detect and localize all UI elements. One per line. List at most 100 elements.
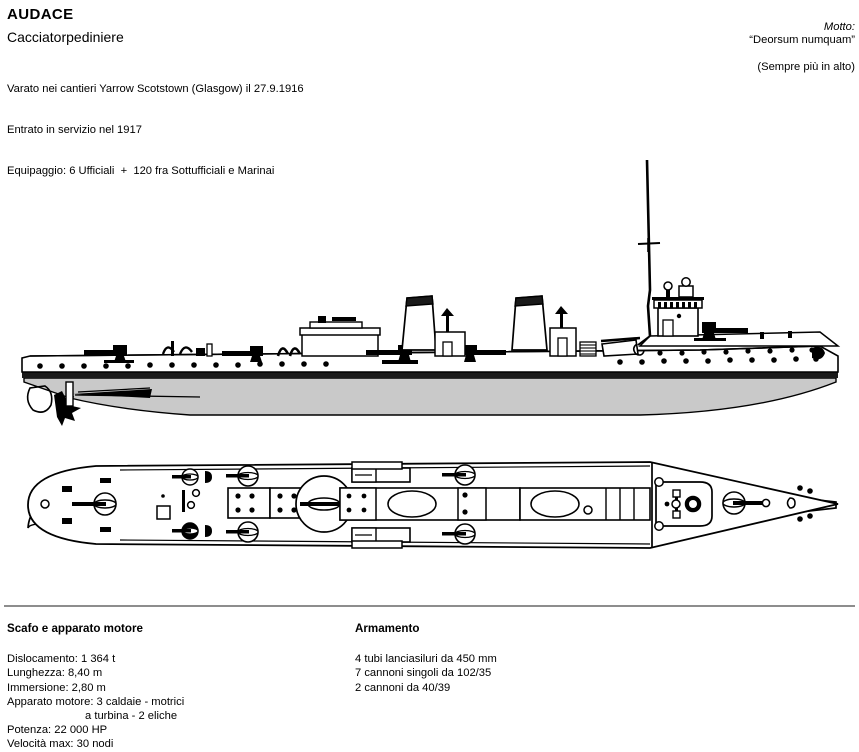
deck-dot-fitting bbox=[161, 494, 165, 498]
deck-vent-circle bbox=[583, 505, 593, 515]
ship-class-subtitle: Cacciatorpediniere bbox=[7, 29, 124, 45]
deckhouse-railing bbox=[332, 317, 356, 321]
bridge-wing-ring bbox=[654, 521, 664, 531]
ship-drawing-svg bbox=[21, 159, 841, 549]
bollard-ring bbox=[191, 488, 201, 498]
build-info-line: Entrato in servizio nel 1917 bbox=[7, 123, 142, 136]
bow-deck-bollards bbox=[760, 331, 792, 339]
casing-hatch-dots bbox=[346, 493, 367, 513]
bridge-dot bbox=[664, 501, 670, 507]
spec-line-machinery: Apparato motore: 3 caldaie - motrici bbox=[7, 695, 185, 708]
forward-deck-gun bbox=[694, 322, 748, 341]
aft-locker bbox=[206, 343, 213, 357]
bridge-porthole bbox=[676, 313, 682, 319]
stern-propulsion-assembly bbox=[26, 381, 201, 426]
gun-barrel bbox=[222, 351, 254, 356]
hull-spec-heading: Scafo e apparato motore bbox=[7, 622, 143, 635]
plan-gun-pair-aft-2 bbox=[226, 465, 259, 543]
top-down-deck-plan bbox=[27, 461, 839, 549]
gun-barrel bbox=[300, 502, 342, 506]
casing-dot bbox=[462, 492, 468, 498]
funnel-cap bbox=[405, 295, 434, 307]
plan-stern-fitting bbox=[40, 499, 50, 509]
signal-lamp bbox=[663, 281, 673, 291]
spec-line-main-guns: 7 cannoni singoli da 102/35 bbox=[355, 667, 492, 680]
cowl-vent bbox=[288, 347, 302, 357]
page-title: AUDACE bbox=[7, 6, 74, 23]
torpedo-tube-upper bbox=[351, 540, 403, 549]
bridge-fitting-square bbox=[672, 489, 681, 498]
aft-davit bbox=[161, 346, 175, 355]
spec-line-length: Lunghezza: 8,40 m bbox=[7, 667, 103, 680]
searchlight bbox=[681, 277, 691, 287]
spec-line-speed: Velocità max: 30 nodi bbox=[7, 738, 114, 751]
anchor-hawse bbox=[786, 497, 796, 509]
plan-gun-stern bbox=[72, 492, 117, 516]
bridge-structure bbox=[652, 277, 704, 337]
spec-line-displacement: Dislocamento: 1 364 t bbox=[7, 653, 116, 666]
gun-barrel bbox=[172, 529, 191, 533]
aux-mast bbox=[560, 310, 563, 328]
casing-block bbox=[457, 487, 487, 521]
gun-barrel bbox=[472, 350, 506, 355]
mooring-chock bbox=[62, 518, 72, 524]
shaft-strut-upper bbox=[77, 387, 151, 393]
anchor-stowage bbox=[812, 346, 825, 360]
aft-davit bbox=[178, 346, 193, 355]
bow-bollard-dots bbox=[797, 485, 813, 522]
bridge-wing-ring bbox=[654, 477, 664, 487]
signal-lamp-stand bbox=[666, 290, 670, 298]
bridge-rail-stanchions bbox=[658, 302, 697, 308]
section-divider bbox=[4, 605, 855, 607]
gun-platform bbox=[382, 360, 418, 364]
midship-ventilator-house bbox=[434, 308, 466, 357]
funnel-aft bbox=[401, 295, 437, 351]
motto-block: Motto: “Deorsum numquam” (Sempre più in … bbox=[731, 7, 855, 75]
funnel-opening-forward bbox=[530, 490, 580, 518]
plan-torpedo-tubes bbox=[351, 461, 411, 549]
mooring-chock bbox=[100, 478, 111, 483]
deckhouse-block bbox=[227, 487, 271, 519]
rudder-blade bbox=[65, 381, 74, 407]
ships-boat bbox=[601, 339, 639, 357]
mast-base-fitting bbox=[632, 343, 645, 356]
shaft-strut-lower bbox=[74, 394, 201, 398]
gun-platform bbox=[104, 360, 134, 363]
hull-underwater-body bbox=[23, 377, 837, 416]
torpedo-tube-upper bbox=[351, 461, 403, 470]
bridge-fitting-square bbox=[672, 510, 681, 519]
bridge-rail-top bbox=[652, 297, 704, 300]
aft-deck-fittings bbox=[161, 341, 213, 357]
rangefinder bbox=[678, 285, 694, 298]
gun-barrel bbox=[172, 475, 191, 479]
spec-line-draft: Immersione: 2,80 m bbox=[7, 681, 106, 694]
main-mast bbox=[645, 159, 652, 337]
deckhouse-roof bbox=[299, 327, 381, 336]
conning-tower-inner bbox=[689, 500, 697, 508]
waterline-stripe bbox=[22, 372, 838, 378]
bridge-platform bbox=[655, 481, 713, 527]
mooring-chock bbox=[62, 486, 72, 492]
midship-gun-forward bbox=[464, 345, 506, 362]
deckhouse-upper-platform bbox=[309, 321, 363, 329]
gun-barrel bbox=[84, 350, 118, 355]
gun-barrel bbox=[366, 350, 402, 355]
vent-mast bbox=[446, 312, 449, 332]
mast-step-ring bbox=[671, 499, 681, 509]
plan-gun-forward bbox=[722, 491, 767, 515]
motto-translation: (Sempre più in alto) bbox=[757, 61, 855, 73]
gun-shield bbox=[702, 322, 716, 333]
stern-deck-gun bbox=[84, 345, 134, 363]
spec-line-machinery-cont: a turbina - 2 eliche bbox=[85, 710, 178, 723]
build-info-line: Equipaggio: 6 Ufficiali + 120 fra Sottuf… bbox=[7, 164, 275, 177]
searchlight bbox=[318, 316, 326, 323]
propeller-guard bbox=[26, 385, 53, 413]
forward-auxiliary-house bbox=[549, 306, 641, 357]
gun-barrel bbox=[226, 530, 249, 534]
bridge-door bbox=[662, 319, 674, 337]
ladder-rungs bbox=[580, 344, 596, 355]
gun-shield bbox=[113, 345, 127, 356]
plan-gun-pair-aft bbox=[172, 468, 212, 540]
ship-technical-drawing bbox=[0, 110, 859, 605]
aft-deckhouse bbox=[276, 316, 381, 357]
